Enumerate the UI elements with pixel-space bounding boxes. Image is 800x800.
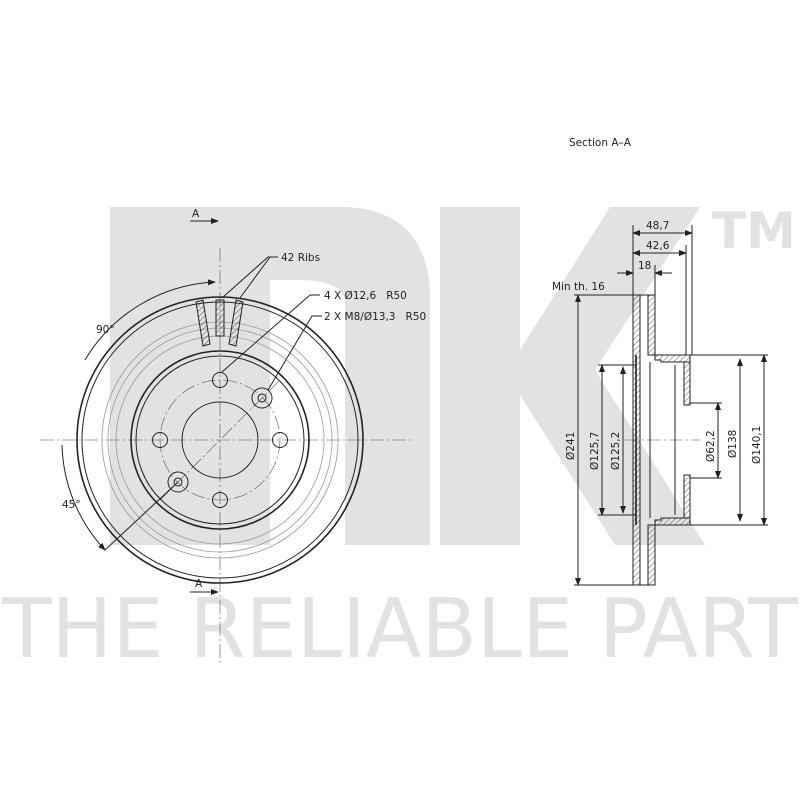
threads-label: 2 X M8/Ø13,3 R50 — [324, 311, 426, 323]
section-marker-top: A — [192, 208, 200, 220]
bolt-holes — [152, 372, 288, 508]
section-title: Section A–A — [569, 137, 632, 149]
slogan-text: THE RELIABLE PART — [1, 582, 799, 677]
dia-138: Ø138 — [727, 430, 739, 458]
dim-48-7: 48,7 — [646, 220, 669, 232]
angle-90-label: 90° — [96, 324, 115, 336]
holes-label: 4 X Ø12,6 R50 — [324, 290, 407, 302]
section-marker-bottom: A — [195, 578, 203, 590]
disc-outer-edge — [76, 296, 364, 584]
trademark-text: TM — [712, 202, 796, 260]
dia-140-1: Ø140,1 — [751, 426, 763, 464]
section-view: Section A–A 48,7 42,6 18 Min th. 16 — [552, 137, 768, 586]
ribs — [195, 299, 244, 347]
hub-edge — [130, 350, 310, 530]
hat-flange — [683, 361, 691, 406]
nk-logo-watermark: TM THE RELIABLE PART — [1, 202, 799, 677]
center-bore — [181, 401, 259, 479]
dia-62-2: Ø62,2 — [705, 430, 717, 462]
dia-125-2: Ø125,2 — [610, 432, 622, 470]
threaded-holes — [167, 387, 273, 493]
dim-18: 18 — [638, 260, 651, 272]
min-thickness-label: Min th. 16 — [552, 281, 605, 293]
front-view: A A 42 Ribs 4 X Ø12,6 R50 2 X M8/Ø13,3 R… — [40, 208, 426, 665]
ribs-label: 42 Ribs — [281, 252, 320, 264]
dim-42-6: 42,6 — [646, 240, 670, 252]
dia-125-7: Ø125,7 — [589, 432, 601, 470]
angle-45-label: 45° — [62, 499, 81, 511]
dia-241: Ø241 — [565, 432, 577, 460]
